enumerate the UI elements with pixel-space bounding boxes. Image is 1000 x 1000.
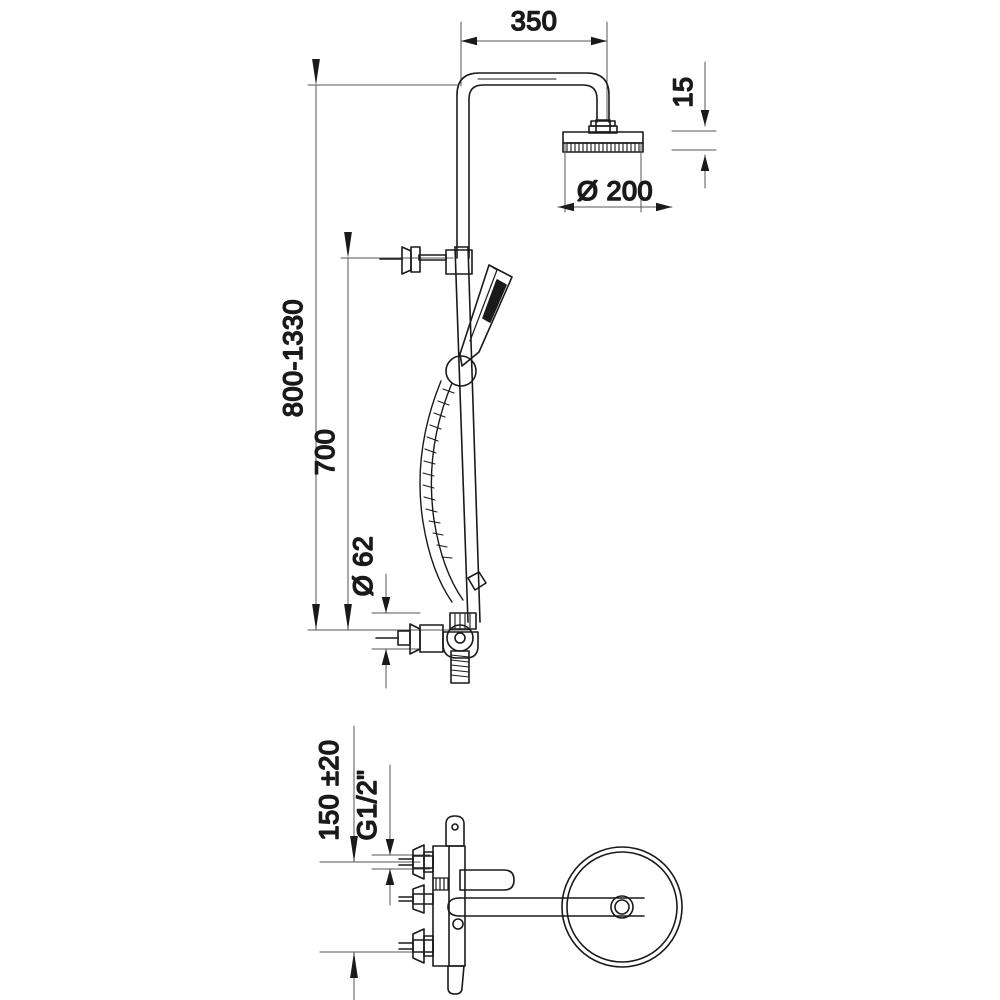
- wall-mixer-body: [398, 815, 645, 995]
- dimension-label-150-20: 150 ±20: [314, 740, 344, 841]
- rain-shower-head: [562, 131, 644, 153]
- dimension-label-diameter-62: Ø 62: [348, 536, 378, 597]
- dimension-inlet-spacing: 150 ±20: [313, 725, 421, 1000]
- dimension-head-thickness: 15: [667, 61, 717, 189]
- dimension-label-diameter-200: Ø 200: [577, 176, 653, 206]
- head-collar: [588, 119, 618, 134]
- dimension-overall-height: 800-1330: [277, 59, 471, 631]
- flexible-hose: [419, 380, 487, 603]
- diverter-valve: [375, 612, 479, 684]
- dimension-head-diameter: Ø 200: [557, 142, 673, 213]
- dimension-arm-reach: 350: [460, 5, 608, 121]
- hand-shower-holder: [445, 355, 477, 387]
- dimension-label-700: 700: [310, 429, 340, 476]
- inlet-flange-lower: [398, 928, 434, 964]
- hand-shower: [459, 264, 513, 367]
- dimension-label-15: 15: [668, 76, 698, 107]
- diverter-knob: [459, 869, 515, 891]
- dimension-label-350: 350: [511, 6, 558, 36]
- curved-riser-arm: [456, 72, 610, 259]
- shower-head-plan-view: [561, 846, 683, 968]
- handle-spindle: [398, 884, 434, 914]
- dimension-flange-diameter: Ø 62: [347, 535, 421, 689]
- dimension-label-800-1330: 800-1330: [278, 299, 308, 417]
- slide-bar-top-bracket: [379, 246, 473, 275]
- slide-bar: [454, 246, 481, 623]
- outlet-arm: [447, 897, 645, 917]
- dimension-slide-bar: 700: [309, 232, 454, 631]
- dimension-inlet-thread: G1/2": [351, 764, 431, 906]
- dimension-label-g12: G1/2": [352, 770, 382, 841]
